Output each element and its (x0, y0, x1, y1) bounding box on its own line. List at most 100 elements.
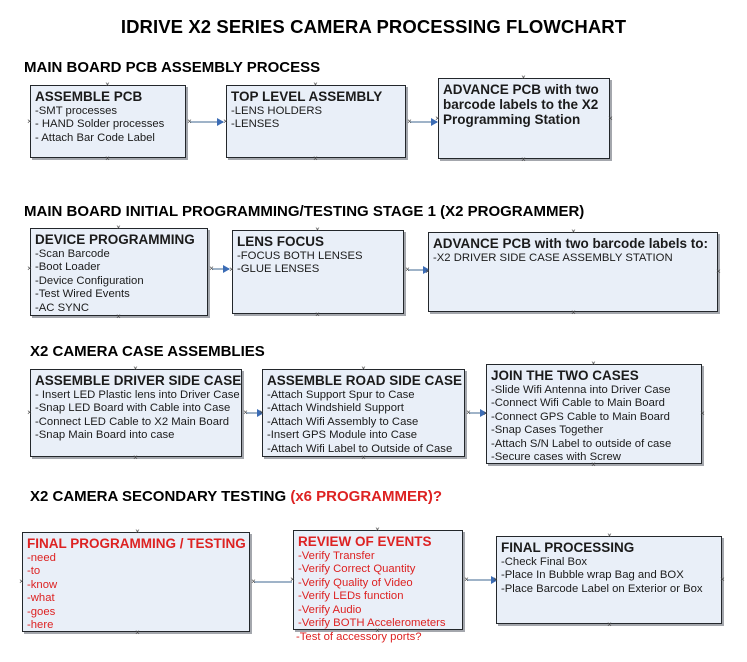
box-title: LENS FOCUS (237, 234, 325, 249)
anchor-handle[interactable] (482, 410, 489, 417)
box-title: ADVANCE PCB with two barcode labels to t… (443, 82, 599, 127)
box-item: -Connect GPS Cable to Main Board (491, 410, 670, 423)
box-advance-pcb-programming-station[interactable]: ADVANCE PCB with two barcode labels to t… (438, 78, 610, 159)
box-item: -LENS HOLDERS (231, 105, 323, 117)
anchor-handle[interactable] (465, 409, 472, 416)
connector-arrow (212, 265, 230, 273)
anchor-handle[interactable] (607, 115, 614, 122)
box-item: -Verify Correct Quantity (298, 563, 416, 576)
anchor-handle[interactable] (590, 360, 597, 367)
anchor-handle[interactable] (26, 409, 33, 416)
box-title: FINAL PROGRAMMING / TESTING (27, 536, 246, 551)
anchor-handle[interactable] (104, 155, 111, 162)
section-heading-4: X2 CAMERA SECONDARY TESTING (x6 PROGRAMM… (30, 488, 442, 505)
anchor-handle[interactable] (258, 409, 265, 416)
anchor-handle[interactable] (520, 74, 527, 81)
box-item: -Place Barcode Label on Exterior or Box (501, 582, 703, 595)
anchor-handle[interactable] (719, 576, 726, 583)
anchor-handle[interactable] (186, 118, 193, 125)
box-item: -AC SYNC (35, 301, 89, 314)
anchor-handle[interactable] (132, 454, 139, 461)
box-join-the-two-cases[interactable]: JOIN THE TWO CASES -Slide Wifi Antenna i… (486, 364, 702, 464)
box-assemble-pcb[interactable]: ASSEMBLE PCB -SMT processes - HAND Solde… (30, 85, 186, 158)
anchor-handle[interactable] (228, 266, 235, 273)
anchor-handle[interactable] (250, 578, 257, 585)
connector-line (254, 581, 292, 583)
box-item: -Attach S/N Label to outside of case (491, 437, 672, 450)
box-item: -to (27, 565, 41, 578)
box-final-processing[interactable]: FINAL PROCESSING -Check Final Box -Place… (496, 536, 722, 624)
page-title: IDRIVE X2 SERIES CAMERA PROCESSING FLOWC… (120, 16, 627, 37)
anchor-handle[interactable] (434, 115, 441, 122)
anchor-handle[interactable] (715, 268, 722, 275)
section-heading-2: MAIN BOARD INITIAL PROGRAMMING/TESTING S… (24, 203, 585, 220)
box-item: -Attach Support Spur to Case (267, 389, 415, 401)
anchor-handle[interactable] (289, 576, 296, 583)
section-heading-1: MAIN BOARD PCB ASSEMBLY PROCESS (24, 59, 321, 76)
box-top-level-assembly[interactable]: TOP LEVEL ASSEMBLY -LENS HOLDERS -LENSES (226, 85, 406, 158)
box-item: -Check Final Box (501, 556, 588, 568)
anchor-handle[interactable] (26, 118, 33, 125)
box-item: -Scan Barcode (35, 248, 110, 260)
anchor-handle[interactable] (606, 532, 613, 539)
anchor-handle[interactable] (570, 309, 577, 316)
box-review-of-events[interactable]: REVIEW OF EVENTS -Verify Transfer -Verif… (293, 530, 463, 630)
box-final-programming-testing[interactable]: FINAL PROGRAMMING / TESTING -need -to -k… (22, 532, 250, 632)
box-lens-focus[interactable]: LENS FOCUS -FOCUS BOTH LENSES -GLUE LENS… (232, 230, 404, 314)
anchor-handle[interactable] (463, 576, 470, 583)
box-item: -Test Wired Events (35, 288, 130, 301)
anchor-handle[interactable] (424, 268, 431, 275)
box-item: -FOCUS BOTH LENSES (237, 250, 363, 262)
box-assemble-driver-side-case[interactable]: ASSEMBLE DRIVER SIDE CASE - Insert LED P… (30, 369, 242, 457)
anchor-handle[interactable] (314, 226, 321, 233)
box-item: -SMT processes (35, 105, 118, 117)
box-item-overflow: -Test of accessory ports? (296, 631, 422, 643)
anchor-handle[interactable] (374, 627, 381, 634)
anchor-handle[interactable] (104, 81, 111, 88)
anchor-handle[interactable] (699, 410, 706, 417)
anchor-handle[interactable] (18, 578, 25, 585)
anchor-handle[interactable] (134, 629, 141, 636)
anchor-handle[interactable] (360, 365, 367, 372)
anchor-handle[interactable] (606, 621, 613, 628)
box-item: - HAND Solder processes (35, 118, 165, 131)
box-item: -Snap Main Board into case (35, 429, 175, 442)
anchor-handle[interactable] (115, 313, 122, 320)
anchor-handle[interactable] (242, 409, 249, 416)
anchor-handle[interactable] (374, 526, 381, 533)
box-item: -Secure cases with Screw (491, 451, 621, 464)
anchor-handle[interactable] (520, 156, 527, 163)
anchor-handle[interactable] (590, 461, 597, 468)
anchor-handle[interactable] (26, 265, 33, 272)
box-item: -what (27, 592, 55, 605)
anchor-handle[interactable] (208, 265, 215, 272)
box-item: - Attach Bar Code Label (35, 131, 155, 144)
anchor-handle[interactable] (115, 224, 122, 231)
box-title: JOIN THE TWO CASES (491, 368, 639, 383)
box-assemble-road-side-case[interactable]: ASSEMBLE ROAD SIDE CASE -Attach Support … (262, 369, 465, 457)
box-item: -Boot Loader (35, 261, 101, 274)
anchor-handle[interactable] (570, 228, 577, 235)
anchor-handle[interactable] (360, 454, 367, 461)
box-title: FINAL PROCESSING (501, 540, 635, 555)
anchor-handle[interactable] (492, 576, 499, 583)
box-advance-pcb-driver-side[interactable]: ADVANCE PCB with two barcode labels to: … (428, 232, 718, 312)
box-item: -Device Configuration (35, 274, 144, 287)
anchor-handle[interactable] (134, 528, 141, 535)
anchor-handle[interactable] (312, 81, 319, 88)
anchor-handle[interactable] (404, 266, 411, 273)
section-heading-4-main: X2 CAMERA SECONDARY TESTING (30, 488, 287, 505)
box-item: -Verify Audio (298, 603, 362, 616)
box-item: -GLUE LENSES (237, 263, 320, 276)
box-item: -need (27, 552, 56, 564)
anchor-handle[interactable] (314, 311, 321, 318)
anchor-handle[interactable] (312, 155, 319, 162)
box-item: -Attach Wifi Label to Outside of Case (267, 442, 453, 455)
anchor-handle[interactable] (406, 118, 413, 125)
anchor-handle[interactable] (222, 118, 229, 125)
box-item: -Slide Wifi Antenna into Driver Case (491, 384, 671, 396)
anchor-handle[interactable] (132, 365, 139, 372)
box-device-programming[interactable]: DEVICE PROGRAMMING -Scan Barcode -Boot L… (30, 228, 208, 316)
box-title: DEVICE PROGRAMMING (35, 232, 195, 247)
